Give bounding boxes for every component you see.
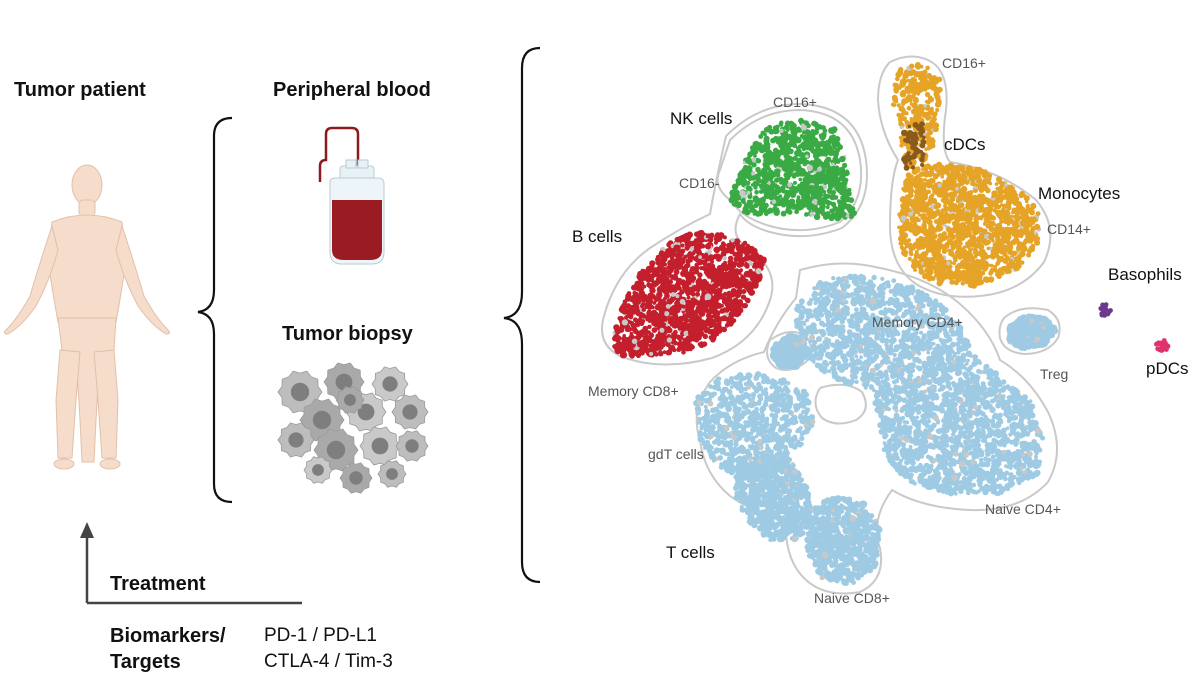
nk-cd16-neg-label: CD16- bbox=[679, 176, 719, 190]
basophils-label: Basophils bbox=[1108, 266, 1182, 283]
t-cells-cluster-4 bbox=[804, 495, 883, 586]
patient-title: Tumor patient bbox=[14, 80, 146, 100]
tumor-cell bbox=[396, 431, 428, 461]
naive-cd8-label: Naive CD8+ bbox=[814, 591, 890, 605]
gdt-cells-label: gdT cells bbox=[648, 447, 704, 461]
tumor-cell bbox=[378, 461, 406, 488]
nk-cells-label: NK cells bbox=[670, 110, 732, 127]
biomarkers-heading: Biomarkers/ bbox=[110, 626, 226, 646]
tumor-biopsy-icon bbox=[278, 363, 428, 493]
cluster-brace bbox=[504, 48, 540, 582]
memory-cd8-label: Memory CD8+ bbox=[588, 384, 679, 398]
cdc-cd16-pos-label: CD16+ bbox=[942, 56, 986, 70]
tumor-cell bbox=[360, 427, 400, 465]
tumor-cell bbox=[392, 395, 428, 429]
treg-label: Treg bbox=[1040, 367, 1068, 381]
tumor-cell bbox=[372, 367, 408, 401]
targets-pd1-pdl1: PD-1 / PD-L1 bbox=[264, 626, 377, 645]
nk-cells-cluster bbox=[729, 118, 857, 222]
peripheral-blood-title: Peripheral blood bbox=[273, 80, 431, 100]
monocytes-label: Monocytes bbox=[1038, 185, 1120, 202]
sample-brace bbox=[198, 118, 232, 502]
b-cells-label: B cells bbox=[572, 228, 622, 245]
tumor-biopsy-title: Tumor biopsy bbox=[282, 324, 413, 344]
targets-heading: Targets bbox=[110, 652, 181, 672]
t-cells-cluster-3 bbox=[733, 452, 813, 542]
memory-cd4-label: Memory CD4+ bbox=[872, 315, 963, 329]
t-cells-label: T cells bbox=[666, 544, 715, 561]
blood-bag-icon bbox=[320, 128, 384, 264]
monocytes-cluster bbox=[897, 162, 1041, 289]
pdcs-label: pDCs bbox=[1146, 360, 1189, 377]
basophils-cluster bbox=[1098, 302, 1113, 318]
naive-cd4-label: Naive CD4+ bbox=[985, 502, 1061, 516]
targets-ctla4-tim3: CTLA-4 / Tim-3 bbox=[264, 652, 393, 671]
pdcs-cluster bbox=[1154, 338, 1170, 353]
patient-figure bbox=[4, 165, 169, 469]
treatment-label: Treatment bbox=[110, 574, 206, 594]
mono-cd14-pos-label: CD14+ bbox=[1047, 222, 1091, 236]
nk-cd16-pos-label: CD16+ bbox=[773, 95, 817, 109]
cdcs-label: cDCs bbox=[944, 136, 986, 153]
